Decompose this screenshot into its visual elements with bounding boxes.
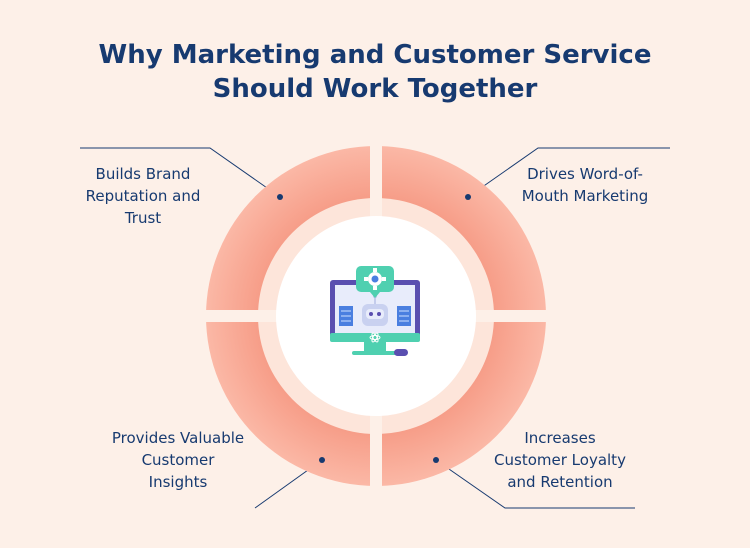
label-line: Insights: [148, 473, 208, 491]
label-provides-customer-insights: Provides Valuable Customer Insights: [98, 427, 258, 493]
label-line: and Retention: [507, 473, 613, 491]
label-line: Drives Word-of-: [527, 165, 643, 183]
label-line: Mouth Marketing: [521, 187, 649, 205]
label-builds-brand-reputation: Builds Brand Reputation and Trust: [78, 163, 208, 229]
dot-bottom-right: [433, 457, 439, 463]
connector-dots: [277, 194, 471, 463]
connector-top-left: [80, 147, 281, 198]
page-title: Why Marketing and Customer Service Shoul…: [0, 38, 750, 106]
label-line: Increases: [524, 429, 596, 447]
connector-top-right: [467, 147, 670, 198]
label-line: Customer Loyalty: [494, 451, 626, 469]
dot-bottom-left: [319, 457, 325, 463]
title-line-1: Why Marketing and Customer Service: [98, 40, 652, 70]
label-drives-word-of-mouth: Drives Word-of- Mouth Marketing: [505, 163, 665, 207]
label-increases-customer-loyalty: Increases Customer Loyalty and Retention: [480, 427, 640, 493]
label-line: Reputation and: [85, 187, 201, 205]
label-line: Customer: [141, 451, 215, 469]
label-line: Trust: [124, 209, 162, 227]
dot-top-left: [277, 194, 283, 200]
title-line-2: Should Work Together: [212, 74, 538, 104]
label-line: Provides Valuable: [111, 429, 245, 447]
monitor-robot-gear-icon: [330, 266, 420, 356]
connector-bottom-right: [435, 459, 635, 509]
label-line: Builds Brand: [95, 165, 191, 183]
dot-top-right: [465, 194, 471, 200]
